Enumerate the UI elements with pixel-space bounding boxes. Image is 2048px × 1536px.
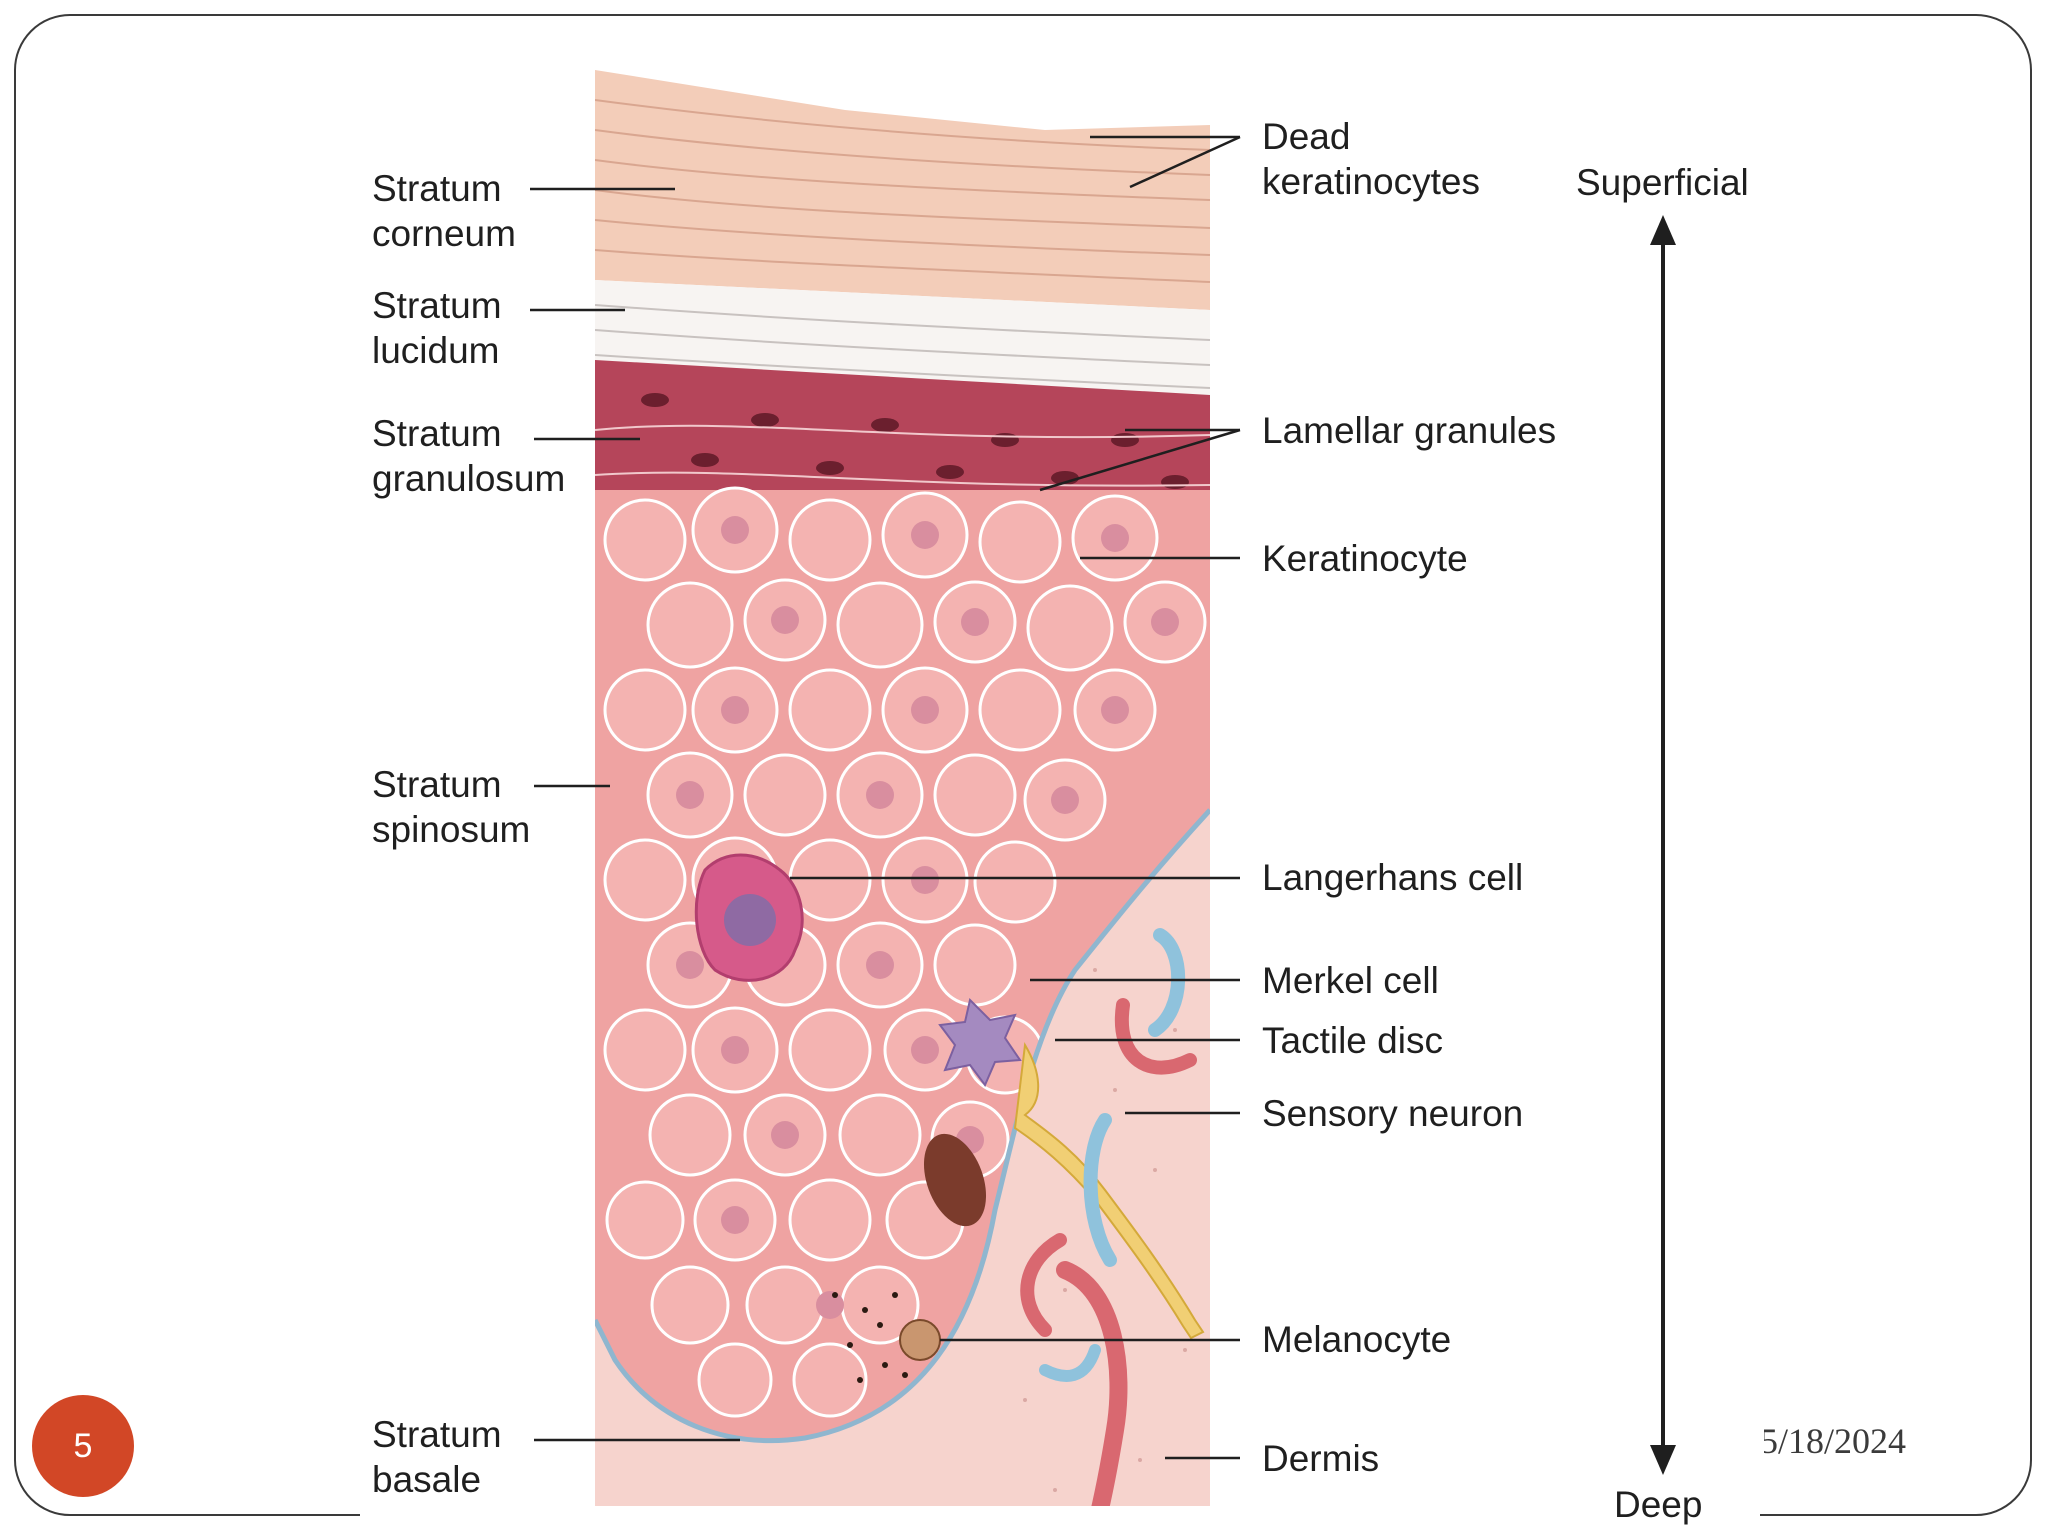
label-langerhans-cell: Langerhans cell [1262, 857, 1524, 898]
capillary-red-2 [1020, 1233, 1067, 1337]
bottom-frame-gap [360, 1506, 1760, 1536]
slide-date: 5/18/2024 [1760, 1421, 1907, 1461]
arteriole [1056, 1261, 1128, 1530]
label-lamellar-granules: Lamellar granules [1262, 410, 1557, 451]
label-dermis: Dermis [1262, 1438, 1380, 1479]
label-stratum-basale: Stratum basale [372, 1414, 502, 1500]
langerhans-nucleus [724, 894, 776, 946]
lucidum-lines [595, 304, 1210, 389]
dermis-speckles [1023, 968, 1187, 1492]
slide-number-badge: 5 [32, 1395, 134, 1497]
label-stratum-spinosum: Stratum spinosum [372, 764, 531, 850]
label-stratum-granulosum: Stratum granulosum [372, 413, 566, 499]
epidermis-svg [595, 70, 1210, 1530]
label-melanocyte: Melanocyte [1262, 1319, 1452, 1360]
keratinocyte-nuclei [676, 516, 1179, 1319]
capillary-blue-3 [1039, 1344, 1101, 1382]
epidermis-illustration [595, 70, 1210, 1530]
merkel-cell [938, 998, 1022, 1087]
capillary-red-1 [1114, 998, 1197, 1075]
stratum-corneum-layer [595, 70, 1210, 310]
dividing-cell [923, 1133, 987, 1227]
capillary-blue-2 [1083, 1113, 1117, 1267]
label-tactile-disc: Tactile disc [1262, 1020, 1443, 1061]
label-deep: Deep [1614, 1484, 1703, 1525]
corneum-strata-lines [595, 99, 1210, 283]
label-keratinocyte: Keratinocyte [1262, 538, 1468, 579]
melanin-granules [832, 1292, 908, 1383]
basement-membrane [595, 808, 1210, 1444]
label-stratum-corneum: Stratum corneum [372, 168, 516, 254]
label-stratum-lucidum: Stratum lucidum [372, 285, 502, 371]
label-dead-keratinocytes: Dead keratinocytes [1262, 116, 1480, 202]
label-superficial: Superficial [1576, 162, 1749, 203]
label-sensory-neuron: Sensory neuron [1262, 1093, 1524, 1134]
label-merkel-cell: Merkel cell [1262, 960, 1439, 1001]
melanocyte [899, 1319, 941, 1361]
date-mask [1752, 1418, 1764, 1468]
